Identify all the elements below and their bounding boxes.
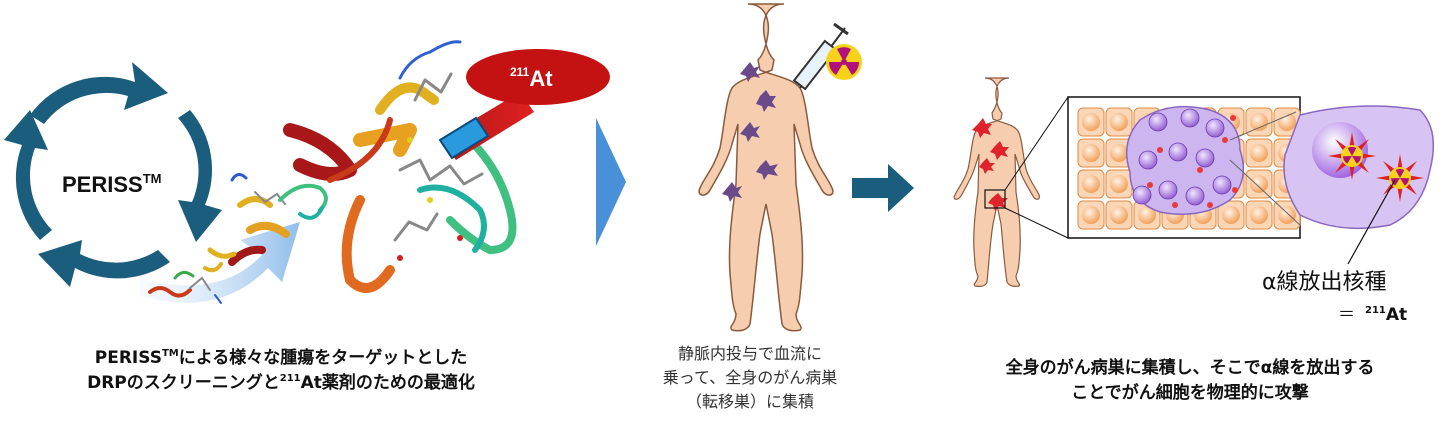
normal-cell-nucleus — [1222, 206, 1240, 224]
cancer-cell-nucleus — [1185, 186, 1205, 206]
legend-pointer — [1347, 179, 1396, 265]
cancer-cell-nucleus — [1205, 118, 1225, 138]
alpha-burst-2 — [1376, 154, 1424, 202]
cycle-arrow-bottom — [38, 240, 170, 287]
cancer-cell-nucleus — [1180, 108, 1200, 128]
at-211-badge: 211At — [466, 49, 610, 105]
cancer-cells — [1132, 108, 1232, 206]
cycle-label: PERISSTM — [62, 171, 161, 197]
normal-cell-nucleus — [1082, 206, 1100, 224]
zoom-line-top — [1004, 96, 1069, 191]
process-arrow-2 — [852, 164, 914, 212]
cancer-cell-nucleus — [1168, 142, 1188, 162]
metastasis-spots — [722, 62, 778, 202]
legend-value: ＝211At — [1338, 305, 1408, 325]
human-body-large — [698, 3, 834, 332]
tissue-panel — [1067, 96, 1301, 239]
cycle-arrow-top — [30, 62, 168, 124]
normal-cell-nucleus — [1250, 144, 1268, 162]
zoom-line-bottom — [1004, 207, 1069, 239]
cancer-cell-enlarged — [1283, 105, 1435, 230]
svg-text:211At: 211At — [510, 65, 553, 91]
normal-cell-nucleus — [1082, 113, 1100, 131]
normal-cell-nucleus — [1138, 206, 1156, 224]
linker-arrow — [438, 92, 534, 160]
normal-cell-nucleus — [1250, 206, 1268, 224]
cancer-cell-nucleus — [1158, 180, 1178, 200]
normal-cell-nucleus — [1278, 206, 1296, 224]
alpha-emitters-small — [1147, 115, 1238, 208]
normal-cell-nucleus — [1082, 175, 1100, 193]
periss-cycle: PERISSTM — [4, 62, 222, 287]
normal-cell-nucleus — [1110, 144, 1128, 162]
caption-left: PERISSTMによる様々な腫瘍をターゲットとした DRPのスクリーニングと21… — [87, 348, 475, 393]
screening-arrow — [140, 222, 300, 303]
normal-cell-nucleus — [1250, 113, 1268, 131]
zoom-line-2-bottom — [1229, 159, 1301, 226]
legend-label: α線放出核種 — [1262, 270, 1387, 295]
syringe-icon — [792, 22, 862, 91]
cycle-arrow-right — [178, 110, 222, 242]
caption-middle: 静脈内投与で血流に 乗って、全身のがん病巣 （転移巣）に集積 — [662, 344, 838, 411]
zoom-line-2-top — [1229, 111, 1297, 141]
normal-cell-nucleus — [1082, 144, 1100, 162]
cancer-cell-nucleus — [1132, 185, 1152, 205]
normal-cell-nucleus — [1110, 113, 1128, 131]
cancer-cell-nucleus — [1138, 150, 1158, 170]
small-protein-1 — [148, 262, 223, 304]
normal-cell-nucleus — [1110, 206, 1128, 224]
process-arrow-1 — [596, 118, 626, 246]
normal-cell-nucleus — [1250, 175, 1268, 193]
alpha-burst-1 — [1328, 132, 1376, 180]
caption-right: 全身のがん病巣に集積し、そこでα線を放出する ことでがん細胞を物理的に攻撃 — [1005, 358, 1375, 403]
cancer-cell-nucleus — [1148, 112, 1168, 132]
tumor-spots — [972, 118, 1009, 211]
normal-cell-nucleus — [1110, 175, 1128, 193]
small-protein-2 — [207, 173, 328, 266]
cycle-arrow-left — [4, 110, 52, 240]
cancer-cell-nucleus — [1195, 148, 1215, 168]
human-body-small — [953, 77, 1040, 287]
cancer-cell-nucleus — [1212, 175, 1232, 195]
zoom-box — [984, 189, 1006, 209]
large-protein — [283, 40, 517, 293]
